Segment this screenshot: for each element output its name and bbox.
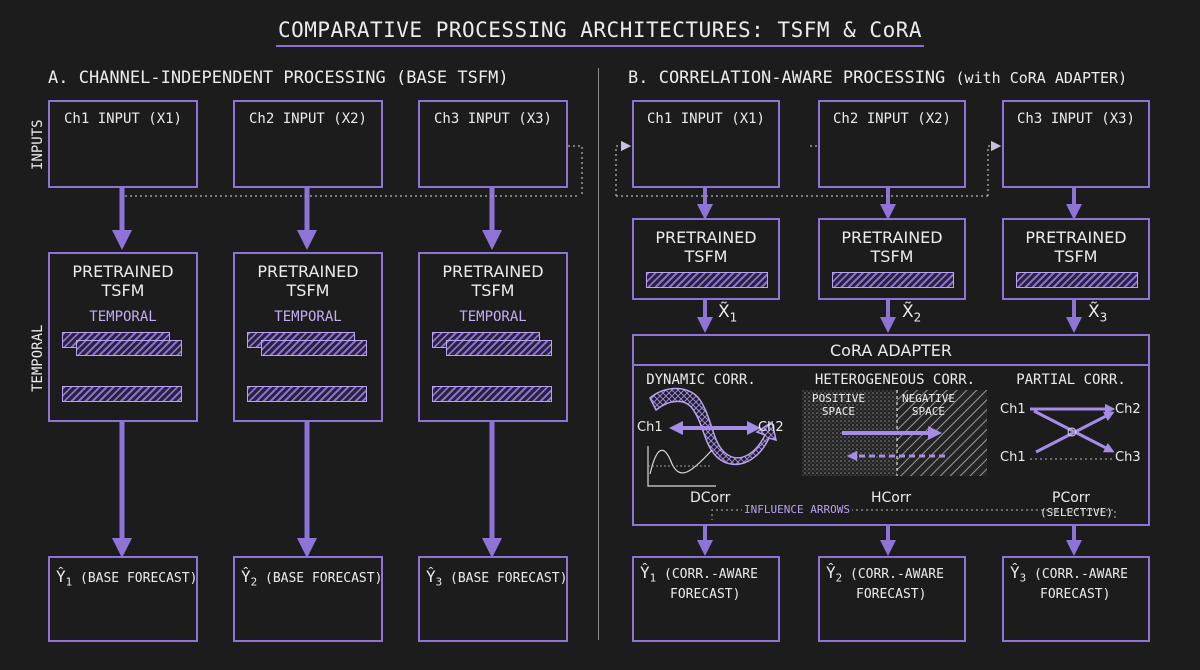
a-forecast-box-1: Ŷ1 (BASE FORECAST) xyxy=(48,556,198,642)
b-forecast-label-2: Ŷ2 (CORR.-AWARE FORECAST) xyxy=(826,563,944,602)
hcorr-title: HETEROGENEOUS CORR. xyxy=(814,372,976,388)
x-tilde-3: X̃3 xyxy=(1088,302,1108,325)
b-input-box-3: Ch3 INPUT (X3) xyxy=(1002,100,1150,188)
cora-header-divider xyxy=(634,364,1148,366)
section-a-dotted-links xyxy=(125,145,583,197)
section-b-title: B. CORRELATION-AWARE PROCESSING (with Co… xyxy=(628,68,1127,88)
a-forecast-label-3: Ŷ3 (BASE FORECAST) xyxy=(426,567,568,589)
a-temporal-layer-3b xyxy=(446,340,552,356)
b-tsfm-title-3: PRETRAINED TSFM xyxy=(1025,228,1127,266)
b-tsfm-layer-1 xyxy=(646,272,768,288)
b-input-label-3: Ch3 INPUT (X3) xyxy=(1016,111,1135,127)
b-forecast-label-3: Ŷ3 (CORR.-AWARE FORECAST) xyxy=(1010,563,1128,602)
a-input-box-1: Ch1 INPUT (X1) xyxy=(48,100,198,188)
a-temporal-label-3: TEMPORAL xyxy=(459,309,527,325)
b-input-box-2: Ch2 INPUT (X2) xyxy=(818,100,966,188)
a-forecast-box-2: Ŷ2 (BASE FORECAST) xyxy=(233,556,383,642)
dcorr-ch1: Ch1 xyxy=(637,420,663,435)
influence-arrows-label: INFLUENCE ARROWS xyxy=(742,503,852,516)
dcorr-name: DCorr xyxy=(690,490,731,506)
a-tsfm-box-1: PRETRAINED TSFM TEMPORAL xyxy=(48,252,198,422)
a-forecast-label-1: Ŷ1 (BASE FORECAST) xyxy=(56,567,198,589)
b-tsfm-box-3: PRETRAINED TSFM xyxy=(1002,218,1150,300)
b-input-box-1: Ch1 INPUT (X1) xyxy=(632,100,780,188)
a-forecast-box-3: Ŷ3 (BASE FORECAST) xyxy=(418,556,568,642)
dcorr-diagram xyxy=(647,387,778,487)
a-temporal-layer-1c xyxy=(62,386,182,402)
a-tsfm-title-2: PRETRAINED TSFM xyxy=(257,262,359,300)
b-tsfm-layer-2 xyxy=(832,272,954,288)
a-temporal-layer-3c xyxy=(432,386,552,402)
hcorr-diagram xyxy=(802,390,987,476)
b-tsfm-layer-3 xyxy=(1016,272,1138,288)
pcorr-note: (SELECTIVE) xyxy=(1040,506,1113,519)
section-b-dotted-links xyxy=(615,140,1002,197)
a-forecast-label-2: Ŷ2 (BASE FORECAST) xyxy=(241,567,383,589)
section-b-title-main: B. CORRELATION-AWARE PROCESSING xyxy=(628,68,946,88)
a-temporal-label-1: TEMPORAL xyxy=(89,309,157,325)
dcorr-ch2: Ch2 xyxy=(758,420,784,435)
hcorr-name: HCorr xyxy=(871,490,912,506)
x-tilde-1: X̃1 xyxy=(718,302,738,325)
a-tsfm-title-3: PRETRAINED TSFM xyxy=(442,262,544,300)
b-tsfm-box-1: PRETRAINED TSFM xyxy=(632,218,780,300)
section-b-arrows xyxy=(697,188,1082,556)
side-label-inputs: INPUTS xyxy=(30,119,46,170)
a-input-label-1: Ch1 INPUT (X1) xyxy=(63,111,182,127)
b-forecast-box-2: Ŷ2 (CORR.-AWARE FORECAST) xyxy=(818,556,966,642)
b-forecast-box-3: Ŷ3 (CORR.-AWARE FORECAST) xyxy=(1002,556,1150,642)
page-title: COMPARATIVE PROCESSING ARCHITECTURES: TS… xyxy=(0,18,1200,47)
b-forecast-box-1: Ŷ1 (CORR.-AWARE FORECAST) xyxy=(632,556,780,642)
pcorr-name: PCorr xyxy=(1052,490,1091,506)
b-input-label-2: Ch2 INPUT (X2) xyxy=(832,111,951,127)
a-tsfm-title-1: PRETRAINED TSFM xyxy=(72,262,174,300)
pcorr-ch1-top: Ch1 xyxy=(1000,402,1026,417)
influence-arrows-line xyxy=(711,509,1116,520)
a-input-box-2: Ch2 INPUT (X2) xyxy=(233,100,383,188)
b-input-label-1: Ch1 INPUT (X1) xyxy=(646,111,765,127)
hcorr-positive: POSITIVE SPACE xyxy=(812,392,865,418)
pcorr-ch3: Ch3 xyxy=(1115,450,1141,465)
a-temporal-layer-2c xyxy=(247,386,367,402)
pcorr-diagram xyxy=(1030,403,1116,460)
pcorr-title: PARTIAL CORR. xyxy=(1016,372,1126,388)
cora-adapter-box: CoRA ADAPTER xyxy=(632,334,1150,526)
a-input-box-3: Ch3 INPUT (X3) xyxy=(418,100,568,188)
a-input-label-2: Ch2 INPUT (X2) xyxy=(248,111,367,127)
side-label-temporal: TEMPORAL xyxy=(30,324,46,392)
x-tilde-2: X̃2 xyxy=(902,302,922,325)
section-a-title: A. CHANNEL-INDEPENDENT PROCESSING (BASE … xyxy=(48,68,509,88)
pcorr-ch1-bottom: Ch1 xyxy=(1000,450,1026,465)
hcorr-negative: NEGATIVE SPACE xyxy=(902,392,955,418)
dcorr-title: DYNAMIC CORR. xyxy=(646,372,756,388)
b-tsfm-title-1: PRETRAINED TSFM xyxy=(655,228,757,266)
b-tsfm-box-2: PRETRAINED TSFM xyxy=(818,218,966,300)
a-input-label-3: Ch3 INPUT (X3) xyxy=(433,111,552,127)
a-temporal-label-2: TEMPORAL xyxy=(274,309,342,325)
b-tsfm-title-2: PRETRAINED TSFM xyxy=(841,228,943,266)
section-divider xyxy=(598,68,599,640)
cora-adapter-title: CoRA ADAPTER xyxy=(829,341,953,360)
a-temporal-layer-1b xyxy=(76,340,182,356)
pcorr-ch2: Ch2 xyxy=(1115,402,1141,417)
a-tsfm-box-3: PRETRAINED TSFM TEMPORAL xyxy=(418,252,568,422)
section-b-title-suffix: (with CoRA ADAPTER) xyxy=(955,69,1128,87)
a-temporal-layer-2b xyxy=(261,340,367,356)
a-tsfm-box-2: PRETRAINED TSFM TEMPORAL xyxy=(233,252,383,422)
b-forecast-label-1: Ŷ1 (CORR.-AWARE FORECAST) xyxy=(640,563,758,602)
